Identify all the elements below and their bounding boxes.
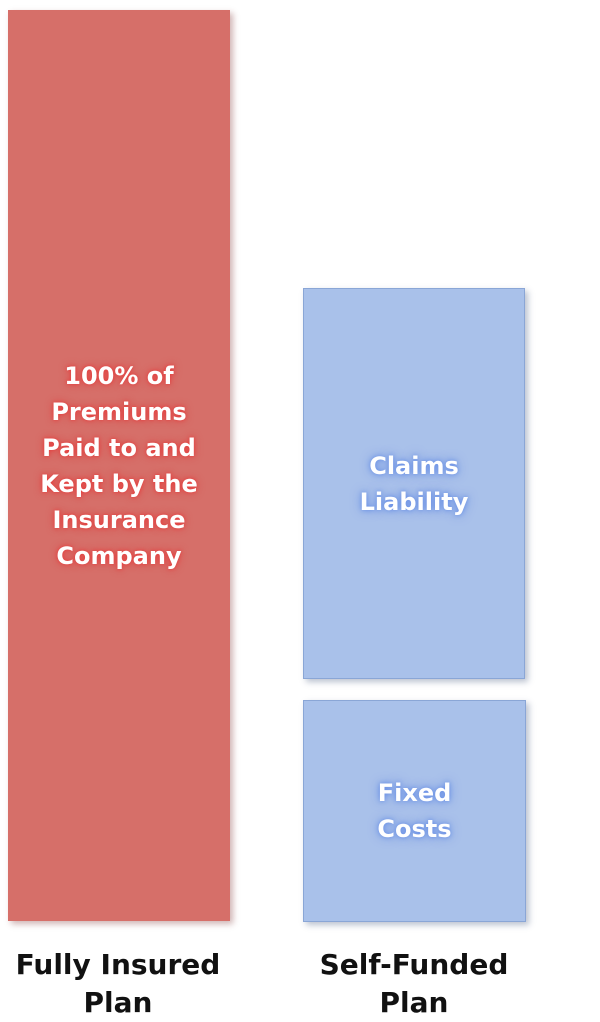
fully-insured-bar-text: 100% of Premiums Paid to and Kept by the… (40, 361, 198, 570)
fixed-costs-segment: Fixed Costs (303, 700, 526, 922)
self-funded-label: Self-Funded Plan (319, 948, 509, 1019)
claims-liability-text: Claims Liability (359, 451, 469, 516)
fixed-costs-text: Fixed Costs (377, 779, 452, 843)
fully-insured-bar: 100% of Premiums Paid to and Kept by the… (8, 10, 230, 921)
fully-insured-label: Fully Insured Plan (15, 948, 221, 1019)
claims-liability-segment: Claims Liability (303, 288, 525, 679)
